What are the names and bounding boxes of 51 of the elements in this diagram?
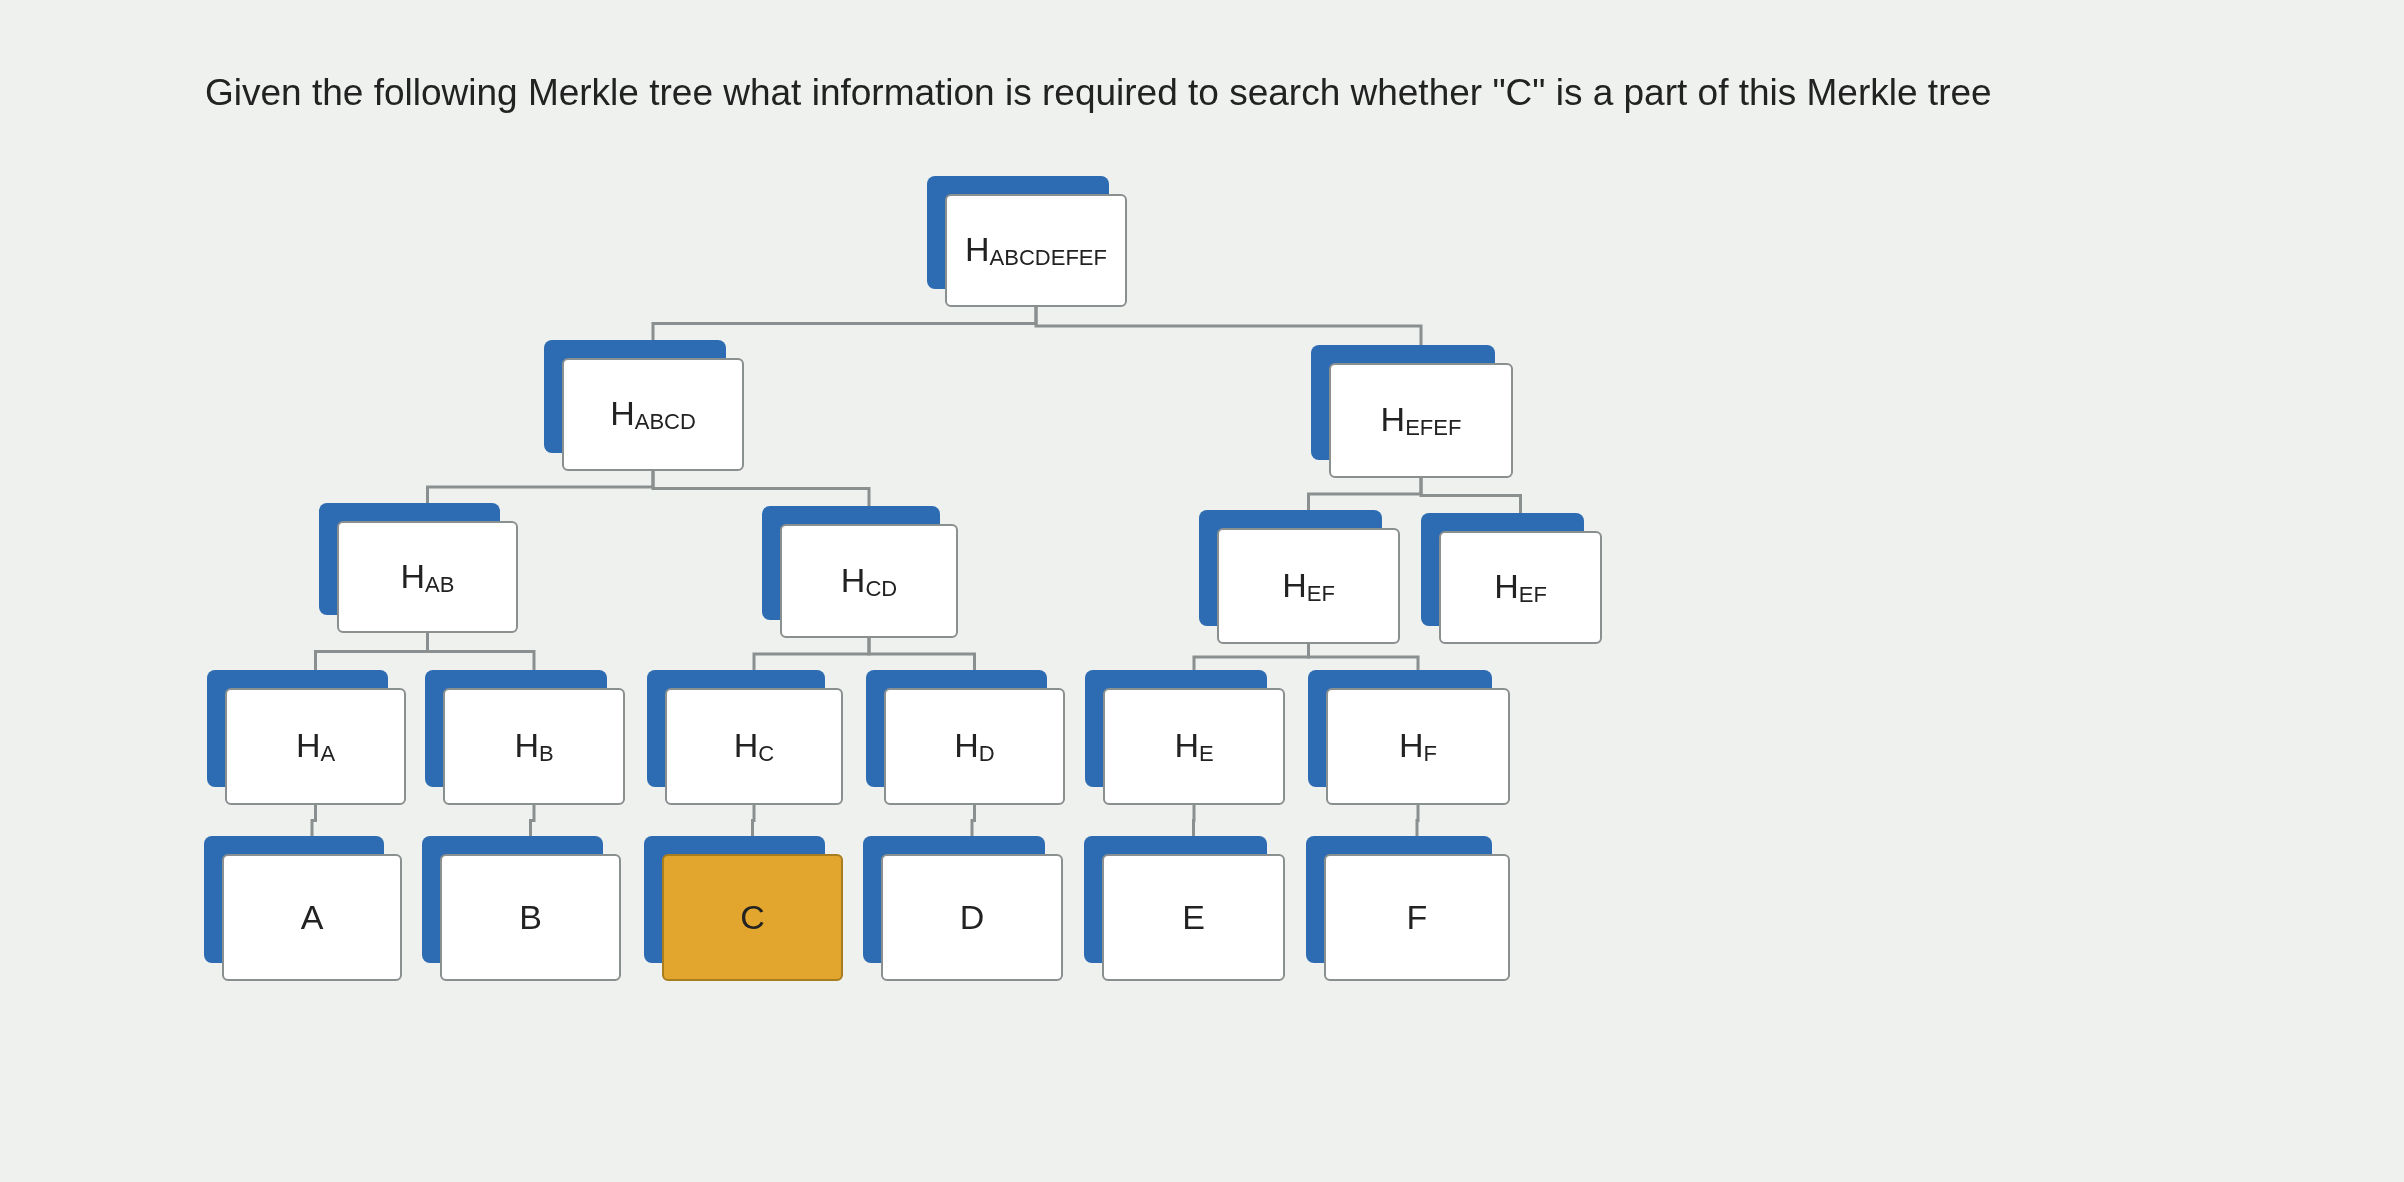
- hash-block: [1306, 836, 1510, 981]
- hash-block: [1084, 836, 1285, 981]
- tree-connector: [1419, 478, 1522, 513]
- node-label: H$_{EF}$: [1282, 565, 1335, 607]
- node-label: F: [1406, 898, 1428, 937]
- node-label: H$_{EF}$: [1494, 567, 1547, 608]
- hash-block: [1199, 510, 1400, 644]
- hash-block: [425, 670, 625, 805]
- tree-connector: [651, 471, 871, 506]
- hash-block: [1085, 670, 1285, 805]
- node-label: A: [300, 898, 324, 937]
- hash-block: [204, 836, 402, 981]
- node-label: H$_{C}$: [733, 726, 775, 767]
- node-label: H$_{AB}$: [400, 556, 455, 598]
- node-label: H$_{E}$: [1174, 726, 1214, 767]
- node-label: H$_{B}$: [514, 726, 554, 767]
- hash-block: [866, 670, 1065, 805]
- hash-block: [1421, 513, 1602, 644]
- tree-connector: [1192, 805, 1196, 836]
- hash-block: [1311, 345, 1513, 478]
- highlighted-data-block: [644, 836, 843, 981]
- tree-connector: [970, 805, 976, 836]
- hash-block: [1308, 670, 1510, 805]
- hash-block: [544, 340, 744, 471]
- node-label: B: [519, 898, 542, 937]
- node-label: H$_{ABCDEFEF}$: [965, 230, 1107, 271]
- tree-connector: [1415, 805, 1420, 836]
- node-label: H$_{A}$: [295, 726, 336, 767]
- hash-block: [762, 506, 958, 638]
- tree-connector: [426, 633, 536, 670]
- tree-connector: [867, 638, 976, 670]
- node-label: H$_{D}$: [954, 726, 995, 767]
- node-label: C: [740, 898, 765, 937]
- hash-block: [863, 836, 1063, 981]
- question-text: Given the following Merkle tree what information is required to search whether "C" is a part of this Merkle tree: [205, 72, 1992, 114]
- hash-block: [319, 503, 518, 633]
- tree-connector: [751, 805, 756, 836]
- hash-block: [207, 670, 406, 805]
- tree-connector: [310, 805, 317, 836]
- node-label: H$_{CD}$: [840, 560, 898, 602]
- hash-block: [927, 176, 1127, 307]
- node-label: H$_{F}$: [1399, 726, 1437, 767]
- node-label: H$_{ABCD}$: [610, 394, 696, 435]
- node-label: E: [1182, 898, 1205, 937]
- hash-block: [422, 836, 621, 981]
- tree-connector: [1034, 307, 1423, 345]
- node-label: D: [959, 898, 985, 937]
- tree-connector: [1307, 644, 1420, 670]
- tree-connector: [529, 805, 536, 836]
- node-label: H$_{EFEF}$: [1380, 400, 1462, 441]
- hash-block: [647, 670, 843, 805]
